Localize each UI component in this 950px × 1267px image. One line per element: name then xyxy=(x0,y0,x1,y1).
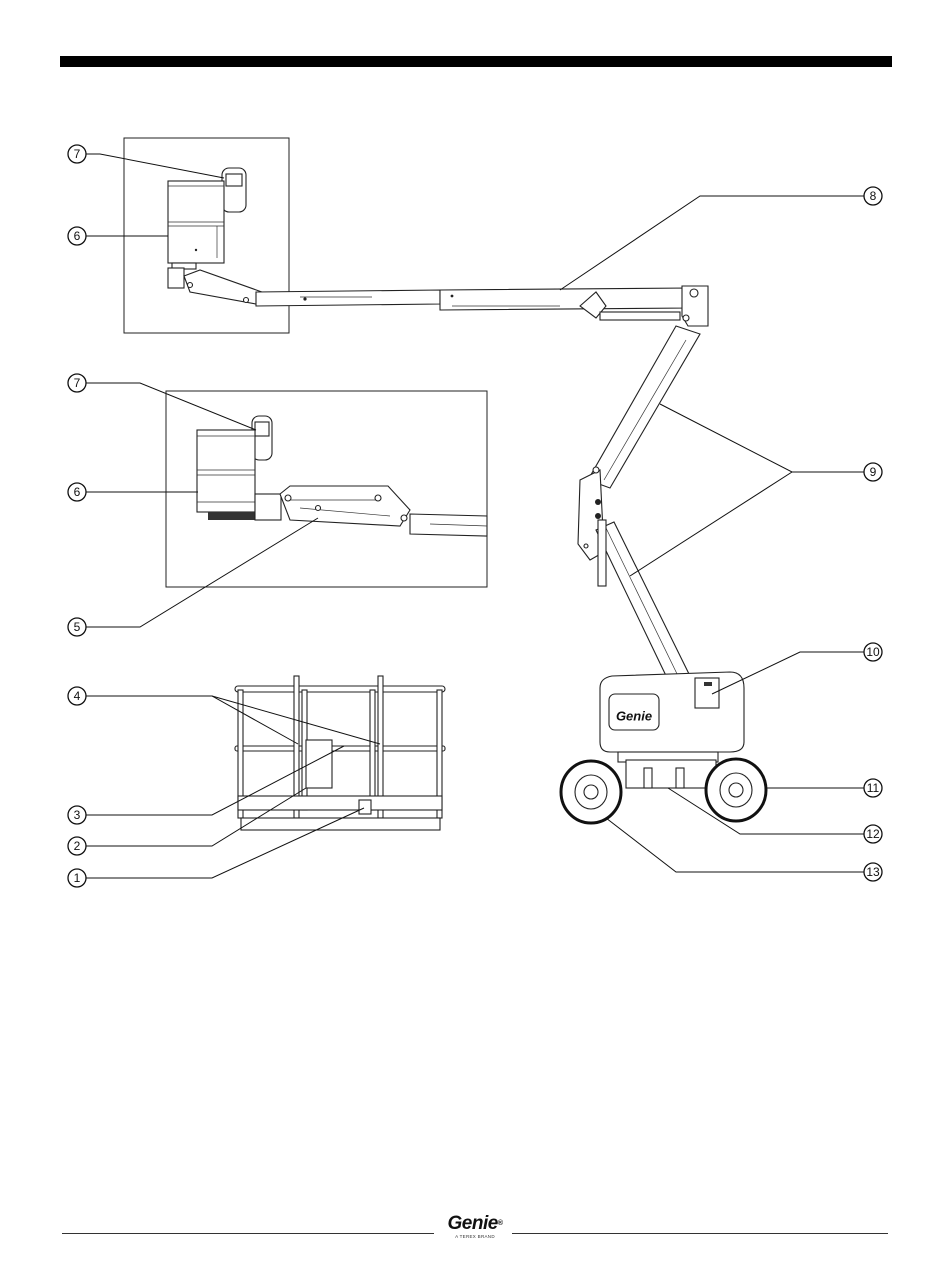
callout-11: 11 xyxy=(864,779,882,797)
footer-rule-left xyxy=(62,1233,434,1234)
callout-label: 11 xyxy=(867,781,880,795)
callout-9: 9 xyxy=(864,463,882,481)
platform-front-view xyxy=(235,676,445,830)
callout-label: 9 xyxy=(870,465,877,479)
callout-label: 1 xyxy=(74,871,81,885)
footer-rule-right xyxy=(512,1233,888,1234)
aerial-lift-machine: Genie xyxy=(440,286,766,823)
footer-brand: Genie® xyxy=(440,1214,510,1233)
callout-1: 1 xyxy=(68,869,86,887)
callout-label: 10 xyxy=(866,645,880,659)
callout-2: 2 xyxy=(68,837,86,855)
callout-label: 7 xyxy=(74,147,81,161)
callout-label: 6 xyxy=(74,229,81,243)
callout-6-side-view: 6 xyxy=(68,227,86,245)
callout-6-jib-view: 6 xyxy=(68,483,86,501)
callout-label: 6 xyxy=(74,485,81,499)
callout-label: 5 xyxy=(74,620,81,634)
callout-10: 10 xyxy=(864,643,882,661)
callout-label: 8 xyxy=(870,189,877,203)
callout-12: 12 xyxy=(864,825,882,843)
callout-13: 13 xyxy=(864,863,882,881)
callout-5: 5 xyxy=(68,618,86,636)
callout-7-jib-view: 7 xyxy=(68,374,86,392)
callout-label: 4 xyxy=(74,689,81,703)
callout-label: 2 xyxy=(74,839,81,853)
footer-tagline: A TEREX BRAND xyxy=(440,1234,510,1239)
machine-logo: Genie xyxy=(616,709,652,724)
callout-label: 3 xyxy=(74,808,81,822)
platform-side-view-b xyxy=(197,416,487,536)
callout-3: 3 xyxy=(68,806,86,824)
platform-side-view-a xyxy=(168,168,440,306)
footer-logo: Genie® A TEREX BRAND xyxy=(440,1214,510,1239)
callout-label: 7 xyxy=(74,376,81,390)
callout-7-side-view: 7 xyxy=(68,145,86,163)
footer-brand-name: Genie xyxy=(448,1213,498,1234)
callout-8: 8 xyxy=(864,187,882,205)
footer-brand-mark: ® xyxy=(498,1220,503,1227)
callout-label: 13 xyxy=(866,865,880,879)
callout-4: 4 xyxy=(68,687,86,705)
callout-label: 12 xyxy=(866,827,880,841)
